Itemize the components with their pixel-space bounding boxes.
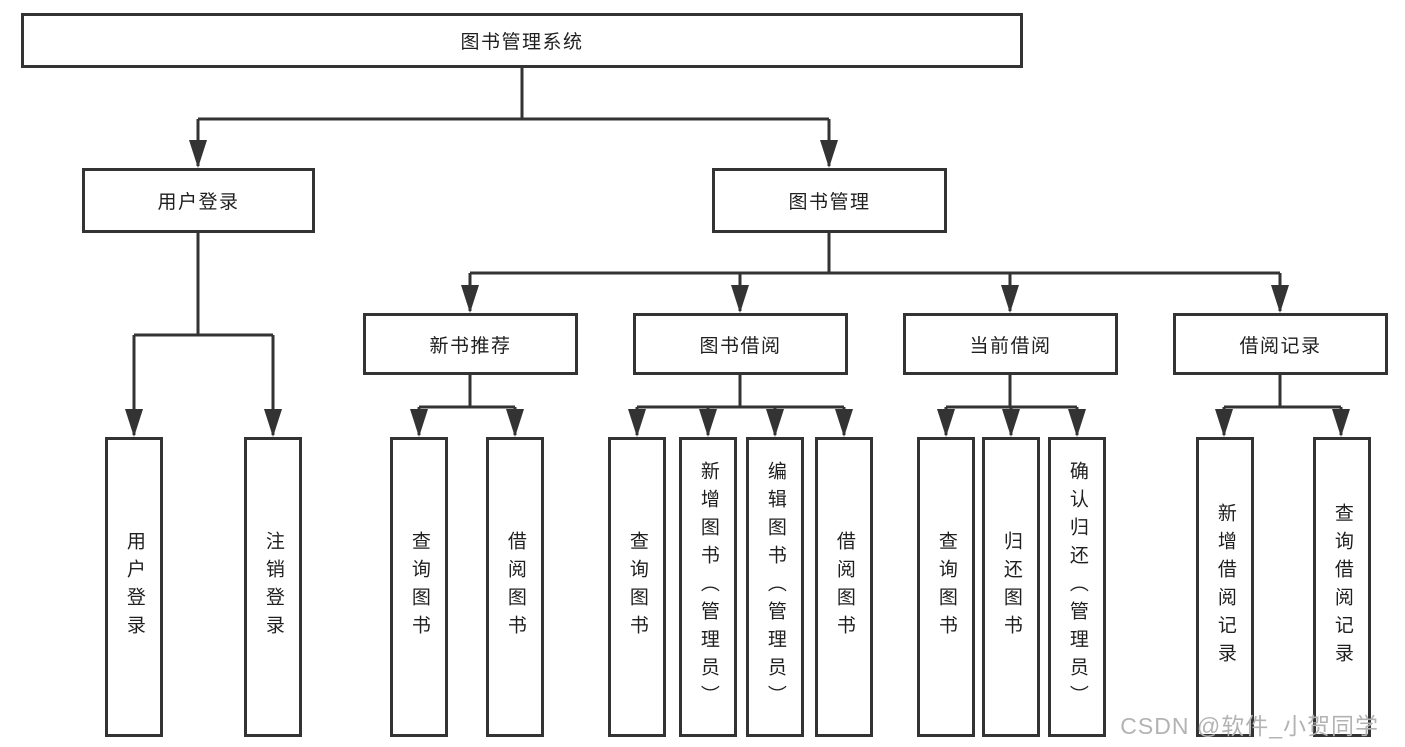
leaf-query-books-borrow: 查询图书 (608, 437, 666, 737)
leaf-label: 确认归还（管理员） (1066, 461, 1088, 713)
node-book-management: 图书管理 (712, 168, 947, 233)
leaf-user-login: 用户登录 (105, 437, 163, 737)
leaf-label: 查询图书 (408, 531, 430, 643)
leaf-label: 归还图书 (1000, 531, 1022, 643)
leaf-query-books-current: 查询图书 (917, 437, 975, 737)
node-current-borrow: 当前借阅 (903, 313, 1118, 375)
leaf-label: 查询图书 (626, 531, 648, 643)
leaf-label: 查询借阅记录 (1331, 503, 1353, 671)
leaf-add-books-admin: 新增图书（管理员） (679, 437, 737, 737)
leaf-return-books: 归还图书 (982, 437, 1040, 737)
leaf-label: 新增借阅记录 (1214, 503, 1236, 671)
leaf-edit-books-admin: 编辑图书（管理员） (746, 437, 804, 737)
leaf-logout: 注销登录 (244, 437, 302, 737)
leaf-label: 编辑图书（管理员） (764, 461, 786, 713)
leaf-query-borrow-record: 查询借阅记录 (1313, 437, 1371, 737)
node-book-borrow: 图书借阅 (633, 313, 848, 375)
leaf-label: 注销登录 (262, 531, 284, 643)
node-new-book-recommend: 新书推荐 (363, 313, 578, 375)
leaf-label: 用户登录 (123, 531, 145, 643)
leaf-label: 新增图书（管理员） (697, 461, 719, 713)
leaf-add-borrow-record: 新增借阅记录 (1196, 437, 1254, 737)
leaf-label: 借阅图书 (504, 531, 526, 643)
leaf-confirm-return-admin: 确认归还（管理员） (1048, 437, 1106, 737)
node-book-management-system: 图书管理系统 (21, 13, 1023, 68)
leaf-label: 查询图书 (935, 531, 957, 643)
node-user-login: 用户登录 (82, 168, 315, 233)
leaf-query-books-recommend: 查询图书 (390, 437, 448, 737)
leaf-borrow-books-recommend: 借阅图书 (486, 437, 544, 737)
node-borrow-records: 借阅记录 (1173, 313, 1388, 375)
leaf-label: 借阅图书 (833, 531, 855, 643)
leaf-borrow-books: 借阅图书 (815, 437, 873, 737)
csdn-watermark: CSDN @软件_小贺同学 (1120, 713, 1379, 739)
